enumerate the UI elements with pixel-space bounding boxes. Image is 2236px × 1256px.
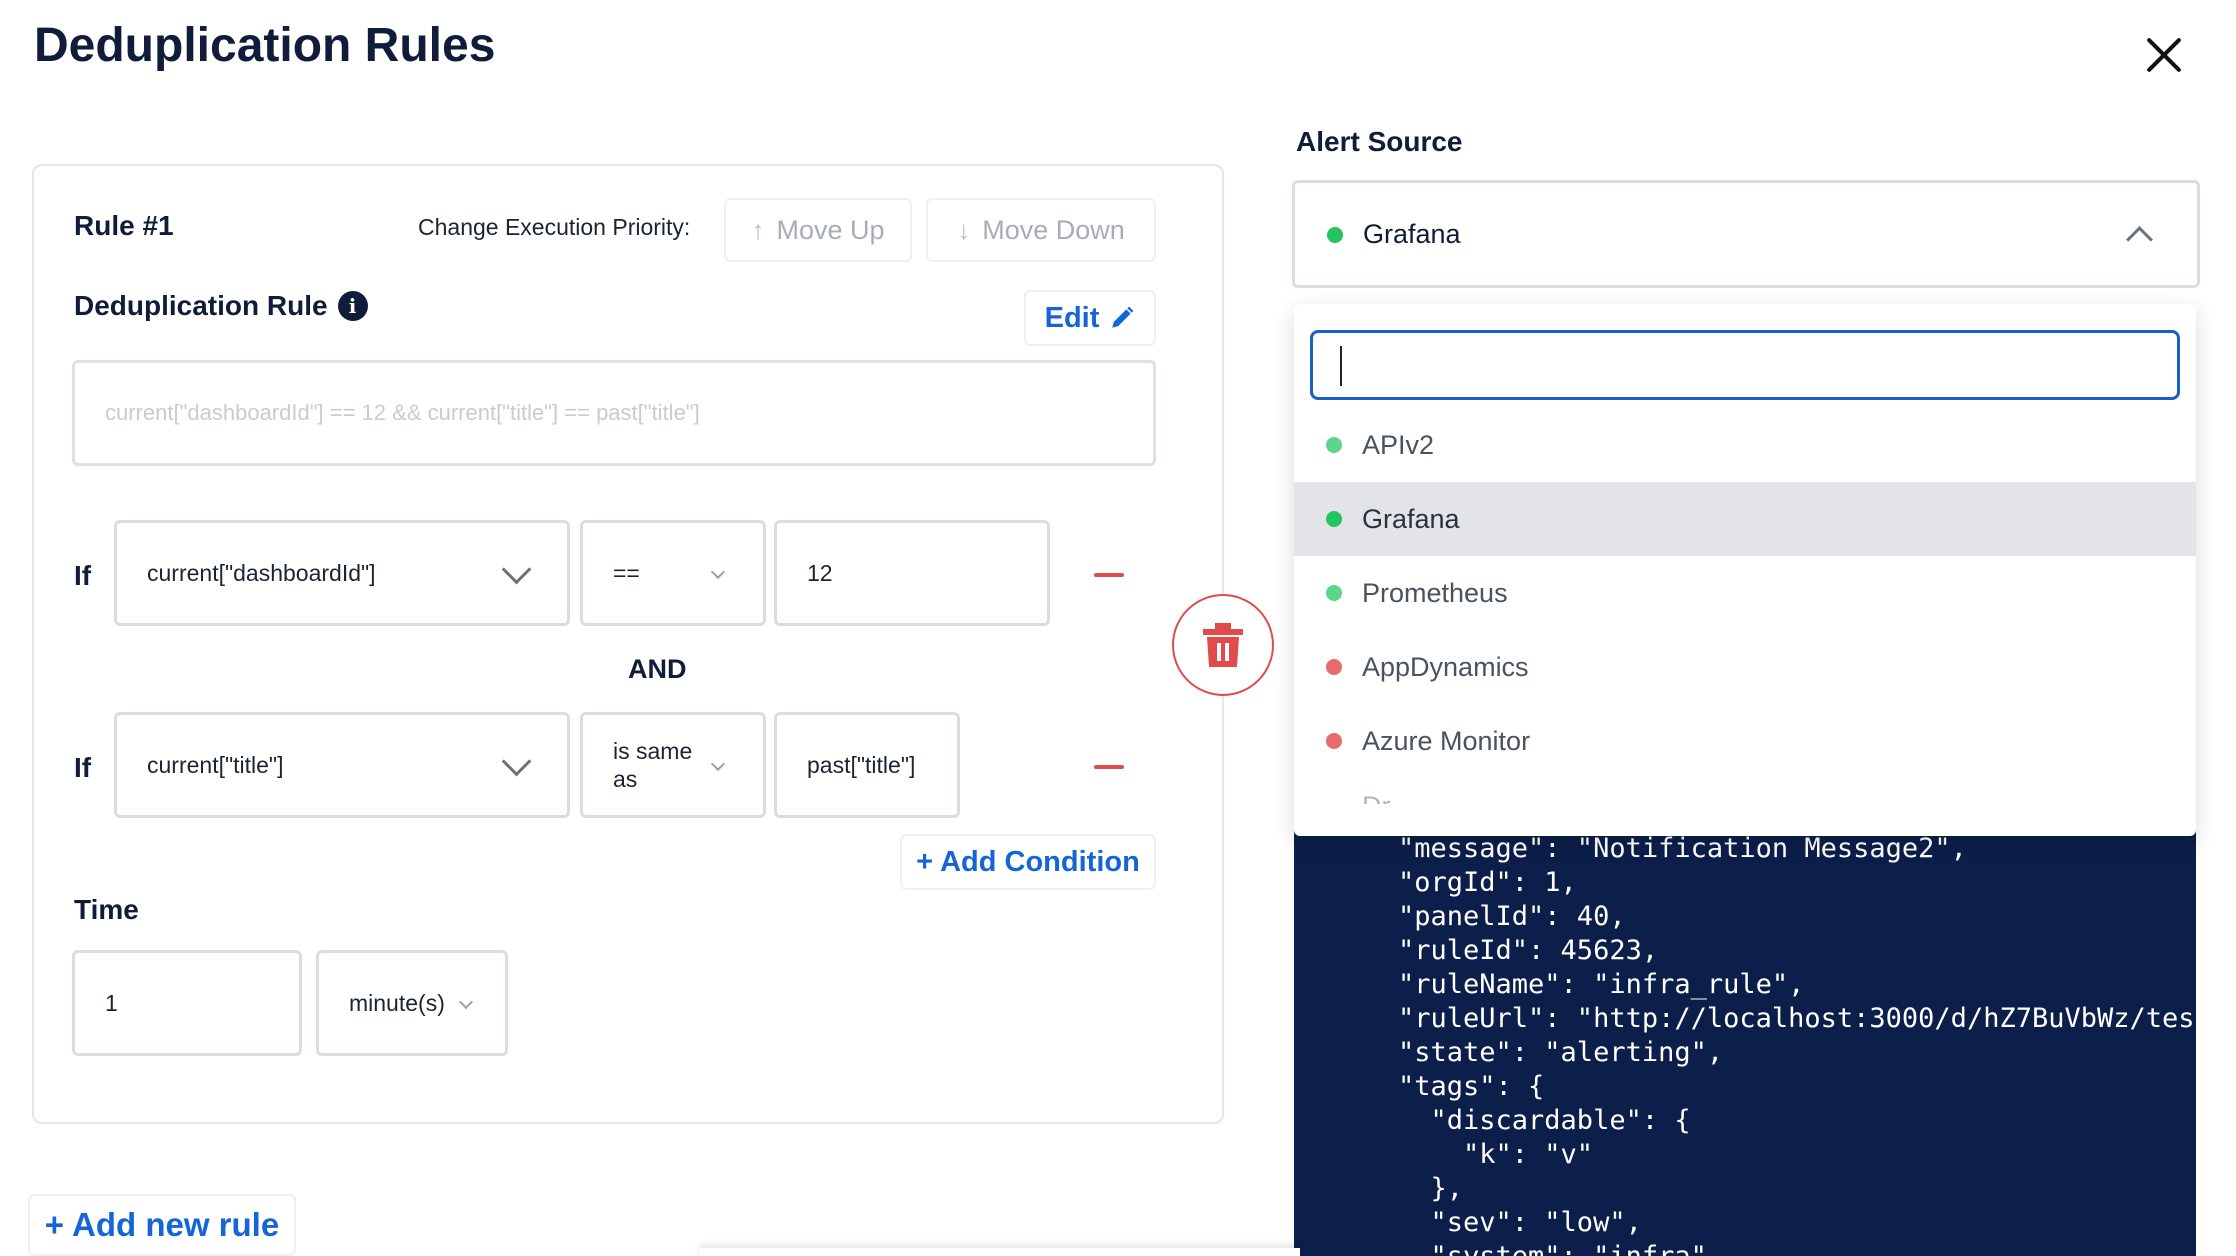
time-unit-value: minute(s) — [349, 989, 445, 1016]
alert-source-dropdown: APIv2 Grafana Prometheus AppDynamics Azu… — [1294, 304, 2196, 836]
condition-operator-select[interactable]: == — [580, 520, 766, 626]
execution-priority-label: Change Execution Priority: — [418, 214, 691, 240]
sample-payload-code: "message": "Notification Message2", "org… — [1294, 820, 2196, 1256]
status-dot-icon — [1326, 659, 1342, 675]
option-grafana[interactable]: Grafana — [1294, 482, 2196, 556]
option-label: AppDynamics — [1362, 651, 1529, 682]
condition-field-value: current["title"] — [147, 751, 284, 778]
option-prometheus[interactable]: Prometheus — [1294, 556, 2196, 630]
add-new-rule-button[interactable]: + Add new rule — [28, 1194, 296, 1256]
status-dot-icon — [1326, 733, 1342, 749]
condition-joiner: AND — [628, 654, 687, 684]
chevron-down-icon — [501, 554, 532, 585]
pencil-icon — [1112, 306, 1134, 328]
if-label: If — [74, 560, 92, 591]
time-value-input[interactable]: 1 — [72, 950, 302, 1056]
move-up-button[interactable]: ↑ Move Up — [724, 198, 912, 262]
chevron-up-icon — [2126, 226, 2153, 253]
condition-operator-select[interactable]: is same as — [580, 712, 766, 818]
close-icon[interactable] — [2138, 30, 2188, 80]
time-value-text: 1 — [105, 989, 118, 1016]
condition-operator-value: is same as — [613, 738, 693, 792]
time-unit-select[interactable]: minute(s) — [316, 950, 508, 1056]
deduplication-rule-label: Deduplication Rule — [74, 290, 328, 321]
footer-shadow — [700, 1248, 1300, 1256]
chevron-down-icon — [501, 746, 532, 777]
rule-number-label: Rule #1 — [74, 210, 174, 241]
edit-rule-button[interactable]: Edit — [1024, 290, 1156, 346]
move-down-label: Move Down — [982, 214, 1125, 245]
info-icon[interactable]: i — [337, 291, 368, 321]
edit-label: Edit — [1044, 301, 1100, 334]
condition-value-input[interactable]: past["title"] — [774, 712, 960, 818]
option-partially-visible[interactable]: Dr — [1294, 778, 2196, 804]
option-apiv2[interactable]: APIv2 — [1294, 408, 2196, 482]
arrow-up-icon: ↑ — [751, 214, 765, 245]
status-dot-icon — [1326, 511, 1342, 527]
text-caret — [1340, 346, 1342, 386]
condition-field-select[interactable]: current["dashboardId"] — [114, 520, 570, 626]
rule-expression-field[interactable]: current["dashboardId"] == 12 && current[… — [72, 360, 1156, 466]
add-condition-button[interactable]: + Add Condition — [900, 834, 1156, 890]
alert-source-selected: Grafana — [1363, 218, 1461, 249]
condition-field-value: current["dashboardId"] — [147, 559, 376, 586]
condition-operator-value: == — [613, 559, 640, 586]
option-label: APIv2 — [1362, 429, 1435, 460]
condition-value-text: past["title"] — [807, 751, 916, 778]
alert-source-select[interactable]: Grafana — [1292, 180, 2200, 288]
condition-value-text: 12 — [807, 559, 833, 586]
delete-rule-button[interactable] — [1172, 594, 1274, 696]
time-label: Time — [74, 894, 139, 925]
remove-condition-icon[interactable] — [1094, 765, 1124, 769]
payload-text: "message": "Notification Message2", "org… — [1398, 833, 2196, 1256]
chevron-down-icon — [710, 756, 726, 772]
status-dot-icon — [1326, 585, 1342, 601]
move-up-label: Move Up — [776, 214, 885, 245]
option-label: Prometheus — [1362, 577, 1508, 608]
condition-value-input[interactable]: 12 — [774, 520, 1050, 626]
arrow-down-icon: ↓ — [957, 214, 971, 245]
trash-icon — [1203, 623, 1243, 667]
deduplication-rule-heading: Deduplication Rule i — [74, 290, 368, 322]
option-label: Dr — [1362, 791, 1391, 804]
if-label: If — [74, 752, 92, 783]
remove-condition-icon[interactable] — [1094, 573, 1124, 577]
option-azure-monitor[interactable]: Azure Monitor — [1294, 704, 2196, 778]
status-dot-icon — [1326, 437, 1342, 453]
option-appdynamics[interactable]: AppDynamics — [1294, 630, 2196, 704]
alert-source-search-input[interactable] — [1310, 330, 2180, 400]
option-label: Grafana — [1362, 503, 1460, 534]
alert-source-label: Alert Source — [1296, 126, 1463, 157]
option-label: Azure Monitor — [1362, 725, 1531, 756]
page-title: Deduplication Rules — [34, 19, 496, 72]
move-down-button[interactable]: ↓ Move Down — [926, 198, 1156, 262]
chevron-down-icon — [458, 994, 474, 1010]
chevron-down-icon — [710, 564, 726, 580]
status-dot-icon — [1327, 227, 1343, 243]
condition-field-select[interactable]: current["title"] — [114, 712, 570, 818]
